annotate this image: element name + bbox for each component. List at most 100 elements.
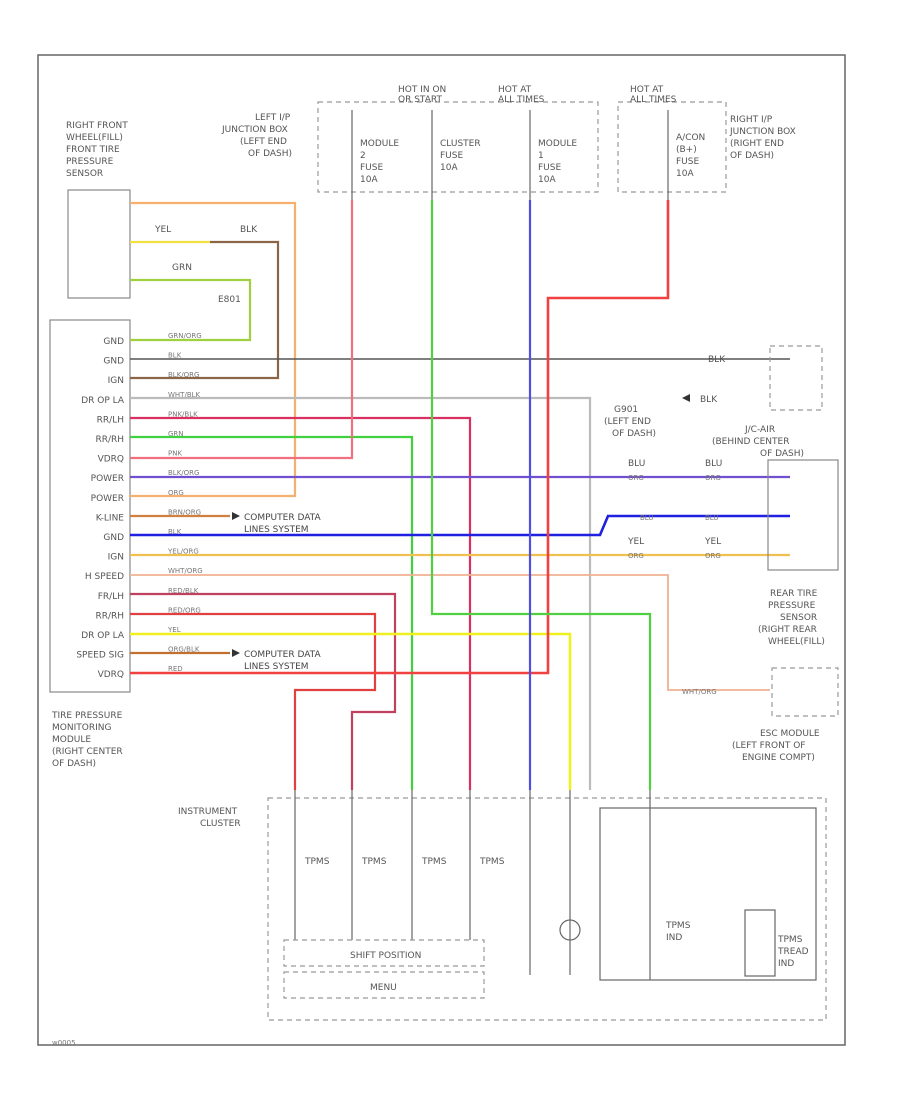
svg-text:(RIGHT CENTER: (RIGHT CENTER xyxy=(52,747,123,757)
fuse-header-5: HOT AT xyxy=(630,85,664,95)
svg-text:10A: 10A xyxy=(360,175,378,185)
svg-text:FUSE: FUSE xyxy=(360,163,383,173)
svg-text:BLU: BLU xyxy=(705,459,722,469)
module-pin-label: H SPEED xyxy=(85,572,124,582)
svg-text:MODULE: MODULE xyxy=(52,735,91,745)
wire-pnk-blk xyxy=(130,416,472,790)
left-jb-label-2: JUNCTION BOX xyxy=(221,125,288,135)
right-junction-box xyxy=(617,101,727,193)
fuse-header-2: OR START xyxy=(398,95,442,105)
svg-text:TIRE PRESSURE: TIRE PRESSURE xyxy=(51,711,123,721)
fuse-4-label: A/CON (B+) FUSE 10A xyxy=(676,133,705,179)
svg-text:PRESSURE: PRESSURE xyxy=(768,601,816,611)
svg-text:ESC MODULE: ESC MODULE xyxy=(760,729,820,739)
fuse-symbols xyxy=(351,110,669,200)
svg-text:10A: 10A xyxy=(440,163,458,173)
rf-e801-label: E801 xyxy=(218,295,241,305)
svg-text:CLUSTER: CLUSTER xyxy=(200,819,241,829)
svg-text:MODULE: MODULE xyxy=(360,139,399,149)
svg-text:FUSE: FUSE xyxy=(676,157,699,167)
shift-position-display xyxy=(283,939,485,967)
module-wire-label: PNK xyxy=(168,450,182,458)
module-wire-label: RED xyxy=(168,665,183,673)
module-wire-label: BLK xyxy=(168,528,182,536)
svg-text:1: 1 xyxy=(538,151,544,161)
wire-grn-org xyxy=(130,278,252,342)
computer-data-1-line1: COMPUTER DATA xyxy=(244,513,321,523)
svg-text:(LEFT END: (LEFT END xyxy=(604,417,651,427)
svg-text:ORG: ORG xyxy=(628,474,644,482)
module-wire-label: YEL/ORG xyxy=(167,548,199,556)
menu-label: MENU xyxy=(370,983,397,993)
cluster-internal-lines xyxy=(294,790,817,981)
module-pin-label: IGN xyxy=(108,376,124,386)
module-wire-label: RED/ORG xyxy=(168,606,201,614)
left-jb-label-1: LEFT I/P xyxy=(255,113,291,123)
svg-text:MODULE: MODULE xyxy=(538,139,577,149)
rf-wire-grn-label: GRN xyxy=(172,263,192,273)
right-jb-label-3: (RIGHT END xyxy=(730,139,784,149)
left-jb-label-4: OF DASH) xyxy=(248,149,292,159)
svg-text:TREAD: TREAD xyxy=(777,947,809,957)
ground-arrow xyxy=(682,394,690,402)
module-pin-label: RR/RH xyxy=(95,611,124,621)
svg-text:10A: 10A xyxy=(676,169,694,179)
module-wire-label: BLK/ORG xyxy=(168,469,199,477)
module-pin-label: RR/LH xyxy=(97,415,124,425)
right-jb-label-2: JUNCTION BOX xyxy=(729,127,796,137)
computer-data-2-line2: LINES SYSTEM xyxy=(244,662,309,672)
wire-org-rf xyxy=(130,201,297,498)
svg-text:G901: G901 xyxy=(614,405,638,415)
module-pin-label: DR OP LA xyxy=(81,631,125,641)
module-wire-label: WHT/BLK xyxy=(168,391,201,399)
wire-red-blk xyxy=(130,592,397,790)
wires xyxy=(130,200,790,790)
right-jb-label-1: RIGHT I/P xyxy=(730,115,773,125)
wire-pnk xyxy=(130,200,354,460)
shift-position-label: SHIFT POSITION xyxy=(350,951,421,961)
module-pin-label: GND xyxy=(103,337,124,347)
svg-text:IND: IND xyxy=(666,933,682,943)
module-pin-label: VDRQ xyxy=(98,455,124,465)
svg-text:2: 2 xyxy=(360,151,366,161)
fuse-3-label: MODULE 1 FUSE 10A xyxy=(538,139,577,185)
right-jb-label-4: OF DASH) xyxy=(730,151,774,161)
module-wire-label: GRN xyxy=(168,430,184,438)
module-wire-label: RED/BLK xyxy=(168,587,199,595)
svg-text:TPMS: TPMS xyxy=(777,935,803,945)
wire-grn-cluster xyxy=(430,200,652,790)
module-pin-label: GND xyxy=(103,357,124,367)
computer-data-arrow-2 xyxy=(232,649,240,657)
wire-wht-org xyxy=(130,574,770,691)
module-pin-label: IGN xyxy=(108,553,124,563)
svg-text:RIGHT FRONT: RIGHT FRONT xyxy=(66,121,128,131)
module-wire-label: BLK xyxy=(168,352,182,360)
svg-text:(B+): (B+) xyxy=(676,145,697,155)
module-wire-label: BRN/ORG xyxy=(168,508,201,516)
svg-text:YEL: YEL xyxy=(627,537,644,547)
esc-module-box xyxy=(771,667,839,717)
computer-data-1-line2: LINES SYSTEM xyxy=(244,525,309,535)
module-pin-label: K-LINE xyxy=(96,513,125,523)
computer-data-arrow-1 xyxy=(232,512,240,520)
module-pin-label: SPEED SIG xyxy=(76,651,124,661)
svg-text:IND: IND xyxy=(778,959,794,969)
tpms-labels: TPMS TPMS TPMS TPMS xyxy=(304,857,505,867)
fuse-1-label: MODULE 2 FUSE 10A xyxy=(360,139,399,185)
svg-text:ENGINE COMPT): ENGINE COMPT) xyxy=(742,753,815,763)
svg-text:ORG: ORG xyxy=(628,552,644,560)
ground-g901-box xyxy=(769,345,823,411)
svg-text:BLU: BLU xyxy=(628,459,645,469)
module-name-label: TIRE PRESSURE MONITORING MODULE (RIGHT C… xyxy=(51,711,123,769)
svg-text:(LEFT FRONT OF: (LEFT FRONT OF xyxy=(732,741,805,751)
module-wire-labels: GRN/ORGBLKBLK/ORGWHT/BLKPNK/BLKGRNPNKBLK… xyxy=(167,332,203,673)
computer-data-2-line1: COMPUTER DATA xyxy=(244,650,321,660)
svg-text:WHEEL(FILL): WHEEL(FILL) xyxy=(768,637,825,647)
menu-display xyxy=(283,971,485,999)
module-pin-label: GND xyxy=(103,533,124,543)
svg-text:OF DASH): OF DASH) xyxy=(760,449,804,459)
fuse-header-3: HOT AT xyxy=(498,85,532,95)
module-wire-label: ORG/BLK xyxy=(168,646,200,654)
jc-air-label: J/C-AIR (BEHIND CENTER OF DASH) xyxy=(712,425,804,459)
